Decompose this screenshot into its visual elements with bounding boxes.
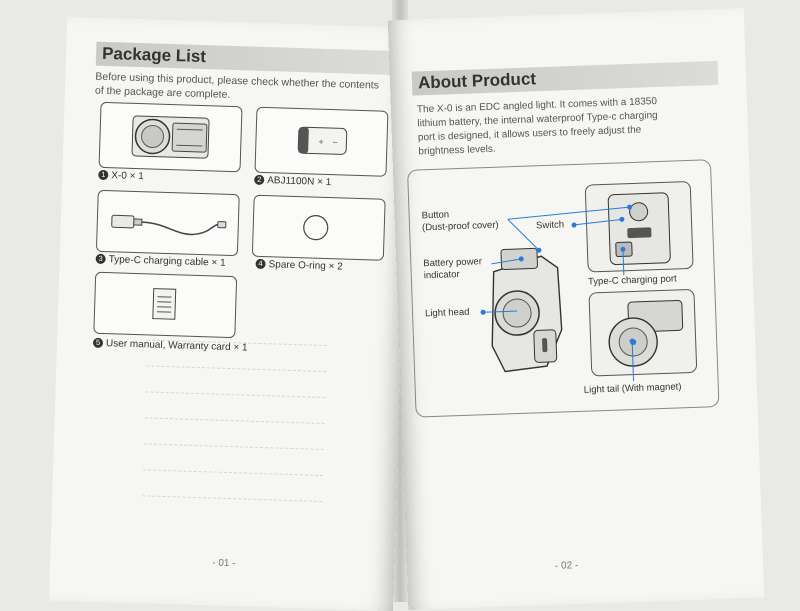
callout-leader-lines (408, 160, 718, 416)
bleed-through-line (146, 365, 326, 372)
item-box-o-ring (252, 195, 386, 261)
flashlight-icon (100, 103, 242, 171)
button-callout-line1: Button (421, 209, 449, 222)
light-head-callout: Light head (425, 307, 470, 321)
page-number-left: - 01 - (212, 558, 236, 570)
switch-callout: Switch (536, 219, 564, 232)
item-box-battery: + − (254, 107, 388, 177)
item-box-manual (93, 272, 237, 338)
package-intro-line2: of the package are complete. (95, 84, 231, 102)
svg-text:+: + (318, 137, 324, 147)
battery-indicator-callout-line2: indicator (424, 269, 460, 282)
cable-icon (97, 191, 239, 255)
bleed-through-line (142, 495, 322, 502)
page-number-right: - 02 - (555, 560, 579, 572)
bleed-through-line (145, 417, 325, 424)
product-diagram-frame: Button (Dust-proof cover) Switch Battery… (407, 159, 719, 417)
battery-indicator-callout-line1: Battery power (423, 256, 482, 270)
manual-icon (94, 273, 236, 337)
bleed-through-line (143, 469, 323, 476)
item-box-flashlight (99, 102, 243, 172)
bleed-through-line (144, 443, 324, 450)
left-page: Package List Before using this product, … (49, 17, 411, 611)
bleed-through-line (145, 391, 325, 398)
battery-icon: + − (255, 108, 387, 176)
about-product-heading: About Product (412, 61, 719, 96)
about-intro-line4: brightness levels. (418, 143, 496, 160)
o-ring-icon (253, 196, 385, 260)
item-box-cable (96, 190, 240, 256)
right-page: About Product The X-0 is an EDC angled l… (388, 8, 764, 610)
svg-text:−: − (332, 137, 338, 147)
